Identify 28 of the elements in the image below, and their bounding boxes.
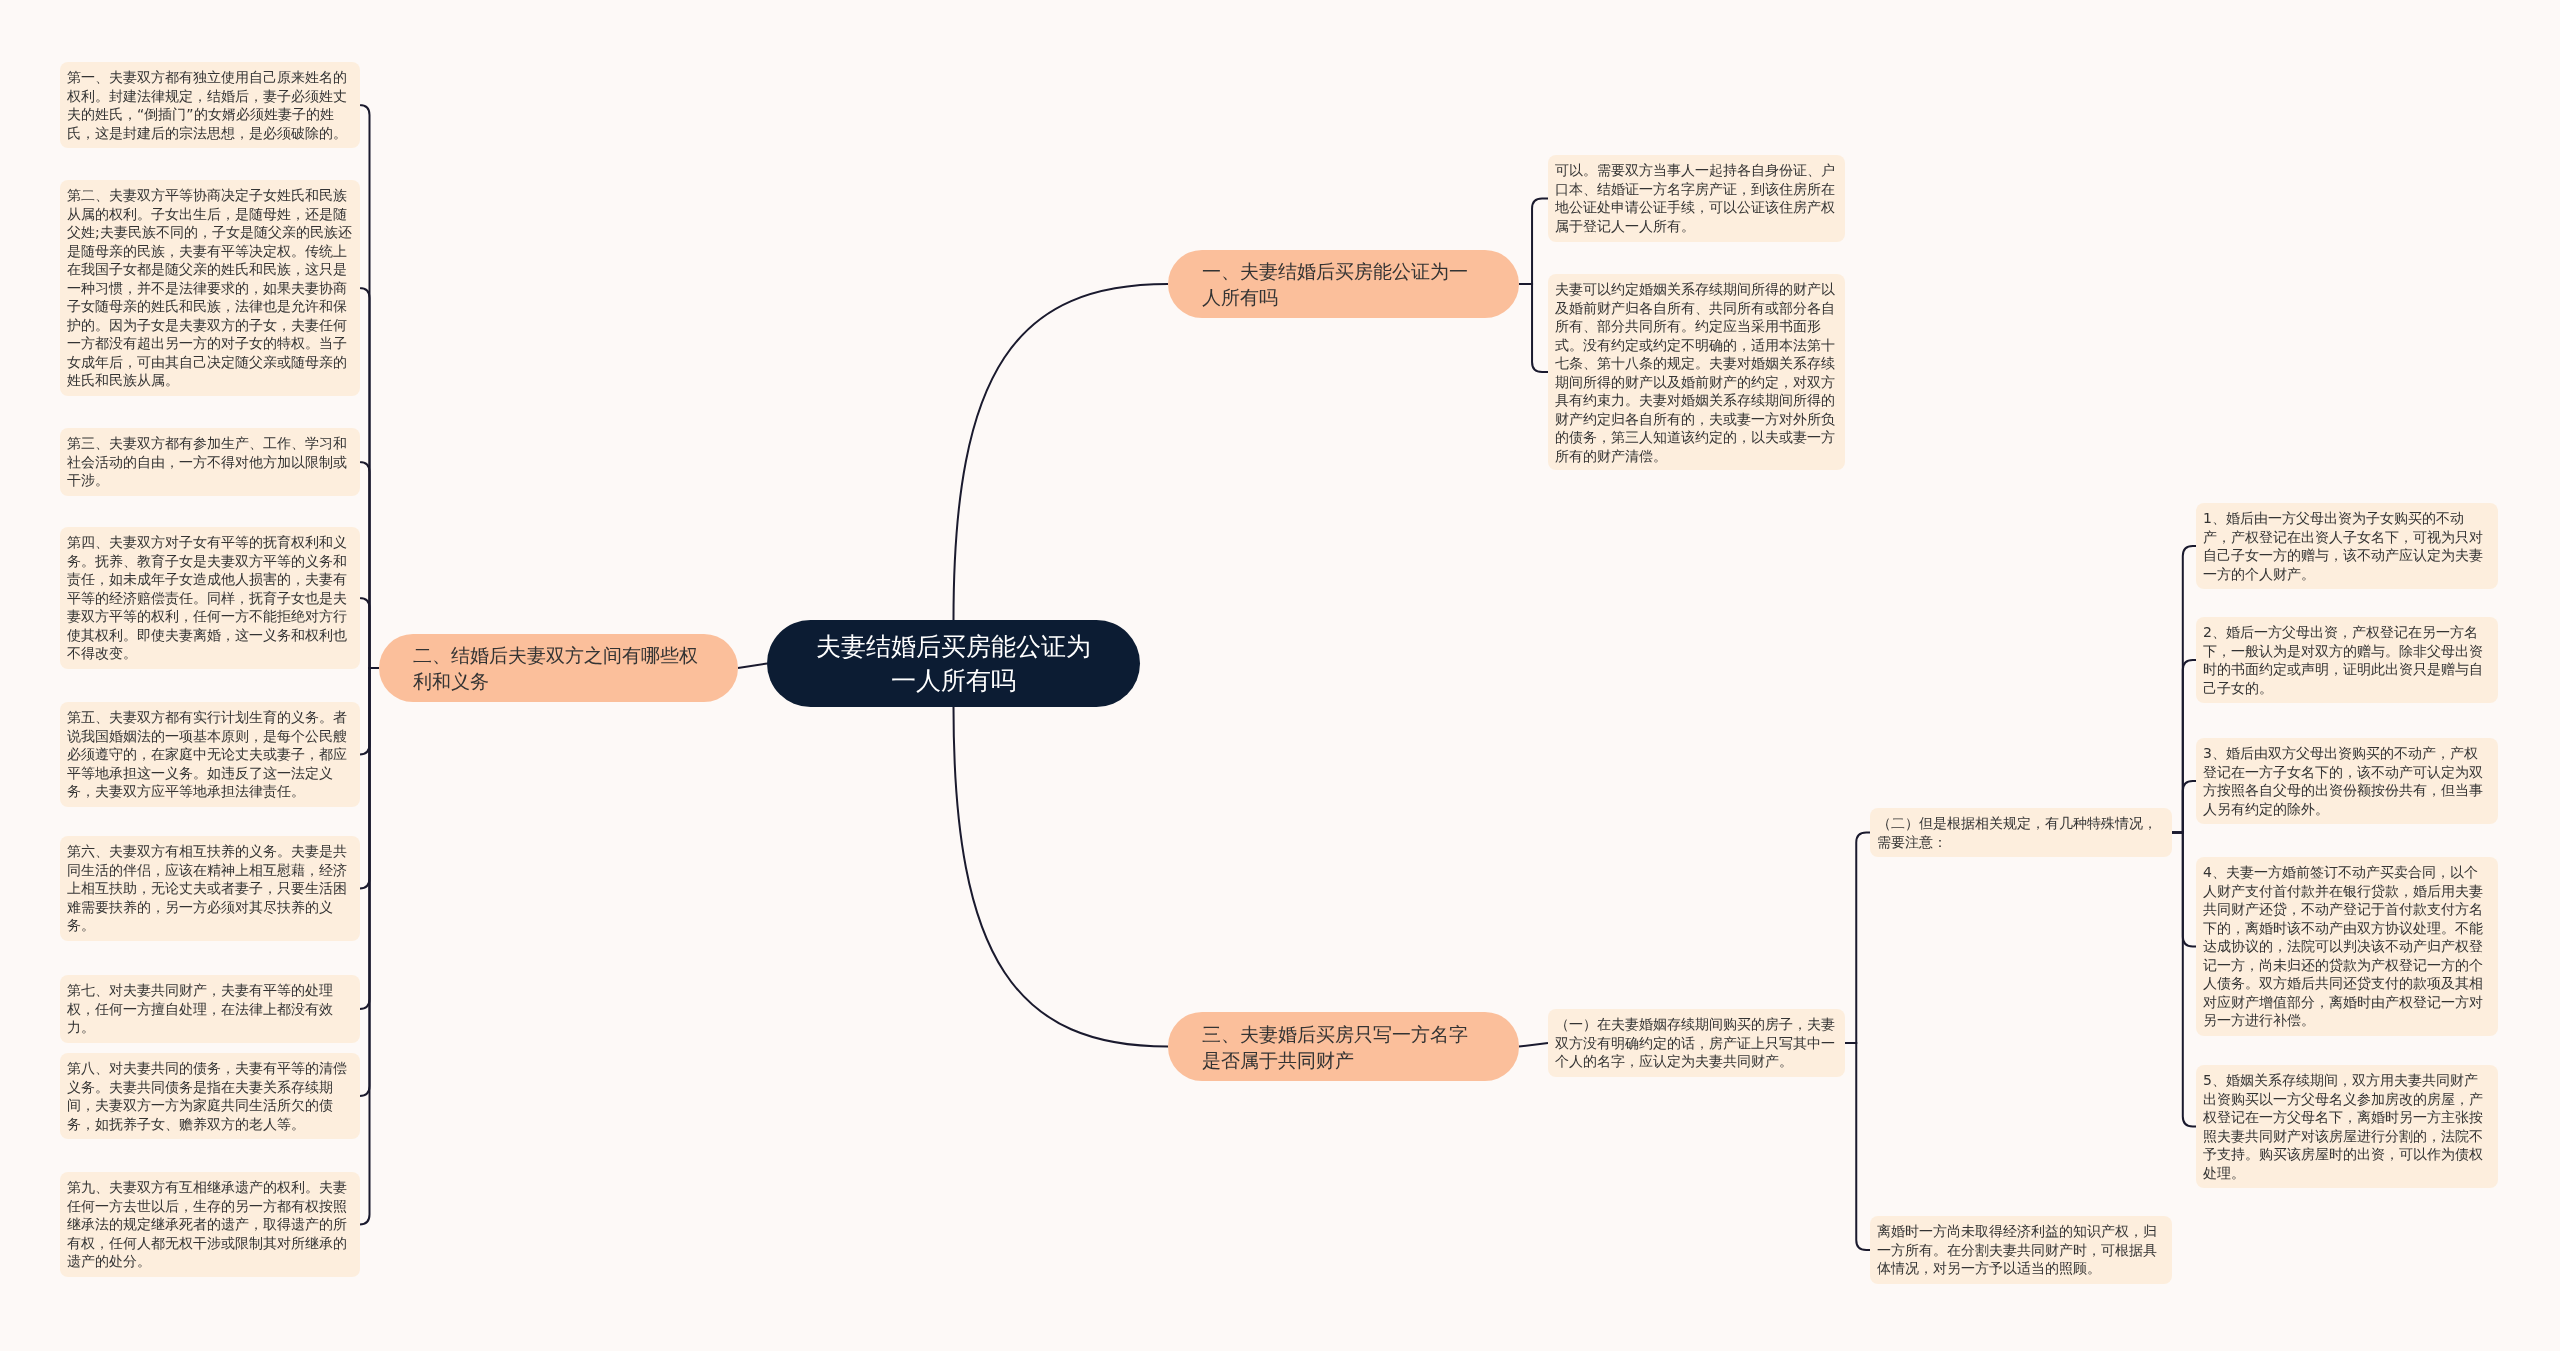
text-card: 离婚时一方尚未取得经济利益的知识产权，归一方所有。在分割夫妻共同财产时，可根据具体情况，对另一方予以适当的照顾。 <box>1870 1216 2172 1284</box>
text-card: 第五、夫妻双方都有实行计划生育的义务。者说我国婚姻法的一项基本原则，是每个公民艘必须遵守的，在家庭中无论丈夫或妻子，都应平等地承担这一义务。如违反了这一法定义务，夫妻双方应平等地承担法律责任。 <box>60 702 360 807</box>
text-card: 第九、夫妻双方有互相继承遗产的权利。夫妻任何一方去世以后，生存的另一方都有权按照继承法的规定继承死者的遗产，取得遗产的所有权，任何人都无权干涉或限制其对所继承的遗产的处分。 <box>60 1172 360 1277</box>
topic-node: 一、夫妻结婚后买房能公证为一人所有吗 <box>1168 250 1519 318</box>
text-card: 3、婚后由双方父母出资购买的不动产，产权登记在一方子女名下的，该不动产可认定为双方按照各自父母的出资份额按份共有，但当事人另有约定的除外。 <box>2196 738 2498 824</box>
topic-node: 夫妻结婚后买房能公证为一人所有吗 <box>767 620 1140 707</box>
text-card: 第二、夫妻双方平等协商决定子女姓氏和民族从属的权利。子女出生后，是随母姓，还是随父姓;夫妻民族不同的，子女是随父亲的民族还是随母亲的民族，夫妻有平等决定权。传统上在我国子女都是随父亲的姓氏和民族，这只是一种习惯，并不是法律要求的，如果夫妻协商子女随母亲的姓氏和民族，法律也是允许和保护的。因为子女是夫妻双方的子女，夫妻任何一方都没有超出另一方的对子女的特权。当子女成年后，可由其自己决定随父亲或随母亲的姓氏和民族从属。 <box>60 180 360 396</box>
text-card: 1、婚后由一方父母出资为子女购买的不动产，产权登记在出资人子女名下，可视为只对自己子女一方的赠与，该不动产应认定为夫妻一方的个人财产。 <box>2196 503 2498 589</box>
text-card: 可以。需要双方当事人一起持各自身份证、户口本、结婚证一方名字房产证，到该住房所在地公证处申请公证手续，可以公证该住房产权属于登记人一人所有。 <box>1548 155 1845 242</box>
connector-line <box>952 283 1169 621</box>
text-card: 5、婚姻关系存续期间，双方用夫妻共同财产出资购买以一方父母名义参加房改的房屋，产权登记在一方父母名下，离婚时另一方主张按照夫妻共同财产对该房屋进行分割的，法院不予支持。购买该房屋时的出资，可以作为债权处理。 <box>2196 1065 2498 1188</box>
connector-line <box>952 706 1169 1048</box>
text-card: 第六、夫妻双方有相互扶养的义务。夫妻是共同生活的伴侣，应该在精神上相互慰藉，经济上相互扶助，无论丈夫或者妻子，只要生活困难需要扶养的，另一方必须对其尽扶养的义务。 <box>60 836 360 941</box>
text-card: （一）在夫妻婚姻存续期间购买的房子，夫妻双方没有明确约定的话，房产证上只写其中一个人的名字，应认定为夫妻共同财产。 <box>1548 1009 1845 1077</box>
topic-node: 二、结婚后夫妻双方之间有哪些权利和义务 <box>379 634 738 702</box>
text-card: 第一、夫妻双方都有独立使用自己原来姓名的权利。封建法律规定，结婚后，妻子必须姓丈夫的姓氏，“倒插门”的女婿必须姓妻子的姓氏，这是封建后的宗法思想，是必须破除的。 <box>60 62 360 148</box>
text-card: 2、婚后一方父母出资，产权登记在另一方名下，一般认为是对双方的赠与。除非父母出资时的书面约定或声明，证明此出资只是赠与自己子女的。 <box>2196 617 2498 703</box>
connector-line <box>737 662 768 669</box>
text-card: 4、夫妻一方婚前签订不动产买卖合同，以个人财产支付首付款并在银行贷款，婚后用夫妻共同财产还贷，不动产登记于首付款支付方名下的，离婚时该不动产由双方协议处理。不能达成协议的，法院可以判决该不动产归产权登记一方，尚未归还的贷款为产权登记一方的个人债务。双方婚后共同还贷支付的款项及其相对应财产增值部分，离婚时由产权登记一方对另一方进行补偿。 <box>2196 857 2498 1036</box>
text-card: 第四、夫妻双方对子女有平等的抚育权利和义务。抚养、教育子女是夫妻双方平等的义务和责任，如未成年子女造成他人损害的，夫妻有平等的经济赔偿责任。同样，抚育子女也是夫妻双方平等的权利，任何一方不能拒绝对方行使其权利。即使夫妻离婚，这一义务和权利也不得改变。 <box>60 527 360 669</box>
text-card: 第三、夫妻双方都有参加生产、工作、学习和社会活动的自由，一方不得对他方加以限制或干涉。 <box>60 428 360 496</box>
topic-node: 三、夫妻婚后买房只写一方名字是否属于共同财产 <box>1168 1012 1519 1081</box>
connector-line <box>1518 1042 1549 1048</box>
text-card: 第八、对夫妻共同的债务，夫妻有平等的清偿义务。夫妻共同债务是指在夫妻关系存续期间，夫妻双方一方为家庭共同生活所欠的债务，如抚养子女、赡养双方的老人等。 <box>60 1053 360 1139</box>
text-card: （二）但是根据相关规定，有几种特殊情况，需要注意： <box>1870 808 2172 857</box>
connector-line <box>2171 831 2197 1128</box>
text-card: 夫妻可以约定婚姻关系存续期间所得的财产以及婚前财产归各自所有、共同所有或部分各自所有、部分共同所有。约定应当采用书面形式。没有约定或约定不明确的，适用本法第十七条、第十八条的规定。夫妻对婚姻关系存续期间所得的财产以及婚前财产的约定，对双方具有约束力。夫妻对婚姻关系存续期间所得的财产约定归各自所有的，夫或妻一方对外所负的债务，第三人知道该约定的，以夫或妻一方所有的财产清偿。 <box>1548 274 1845 470</box>
text-card: 第七、对夫妻共同财产，夫妻有平等的处理权，任何一方擅自处理，在法律上都没有效力。 <box>60 975 360 1043</box>
